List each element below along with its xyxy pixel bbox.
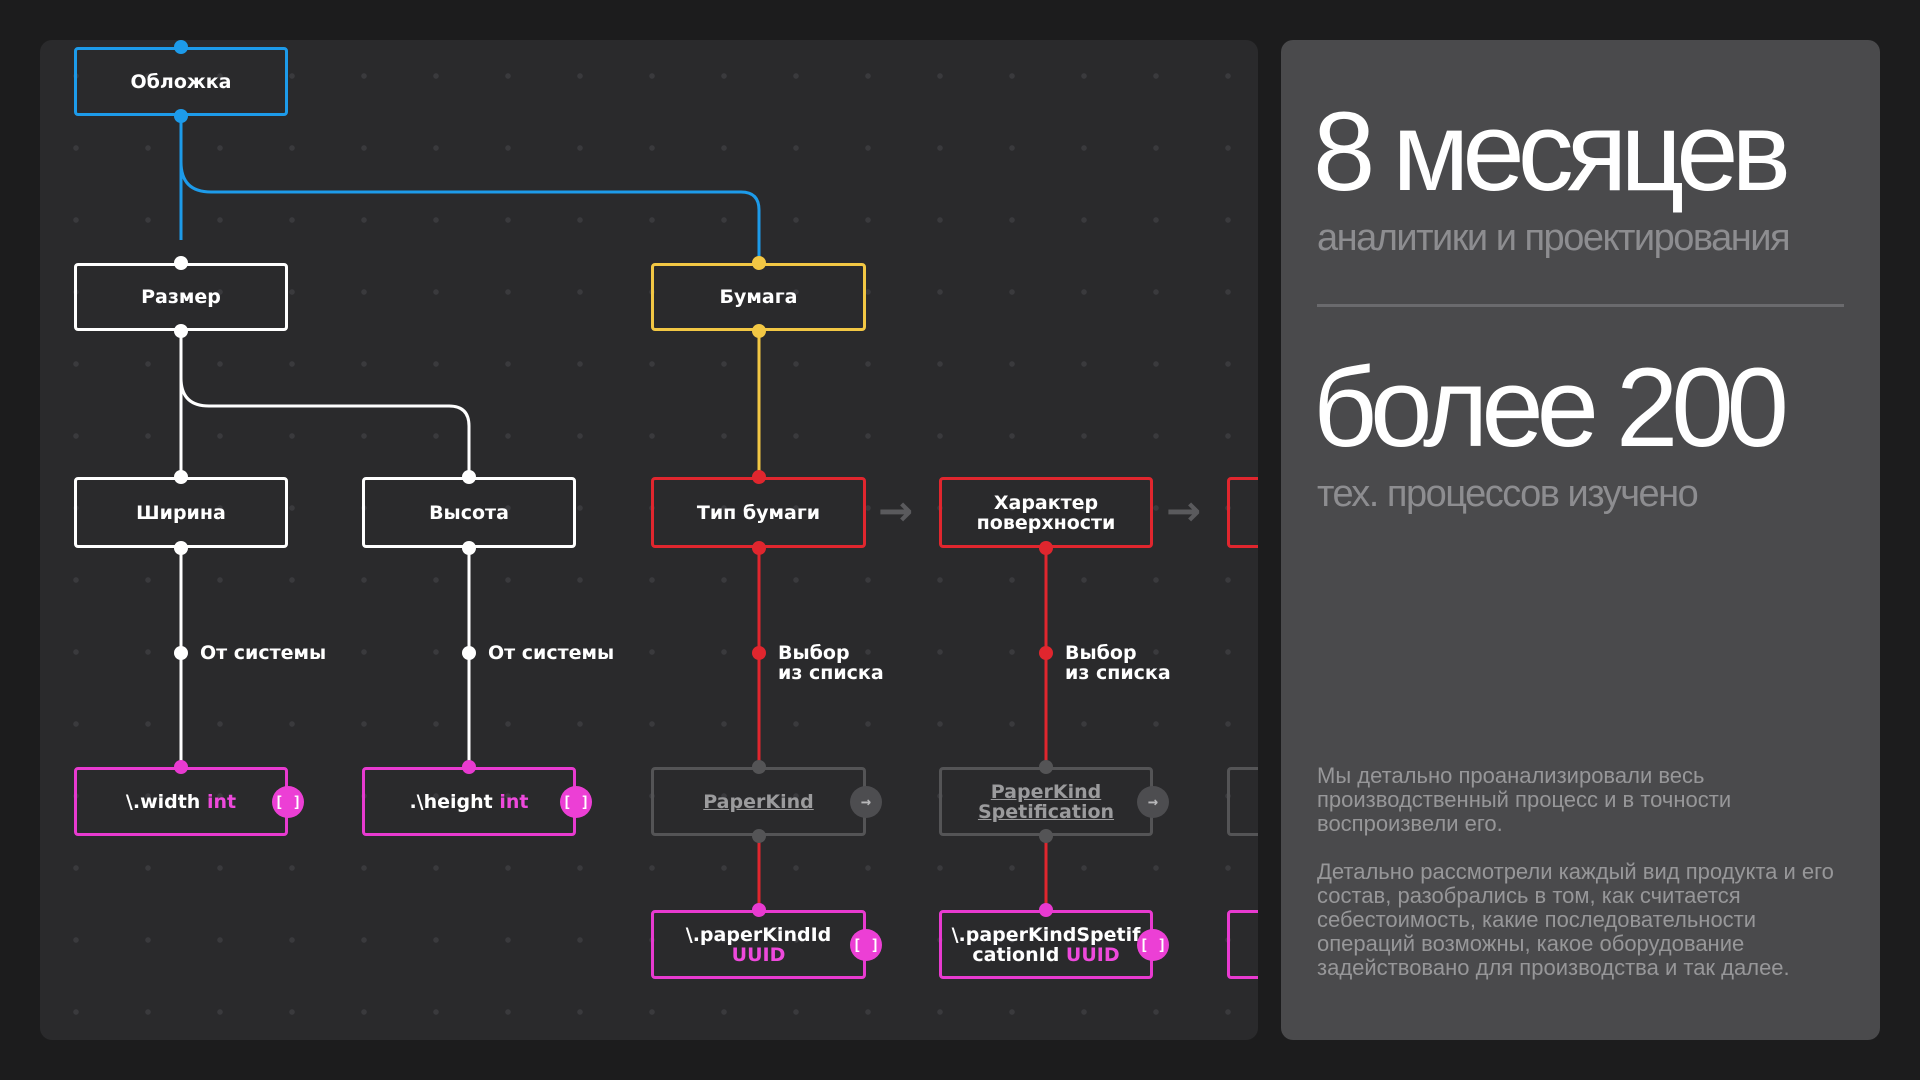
paperkind-id-field-name: \.paperKindId xyxy=(685,923,832,946)
array-badge-icon[interactable]: [ ] xyxy=(850,929,882,961)
node-cutoff-row5 xyxy=(1227,910,1258,979)
height-field-type: int xyxy=(499,790,529,813)
node-cutoff-row3 xyxy=(1227,477,1258,548)
node-paper[interactable]: Бумага xyxy=(651,263,866,331)
edge-label-select-line1: Выбор xyxy=(778,642,850,664)
description-paragraph-2: Детально рассмотрели каждый вид продукта… xyxy=(1317,859,1834,980)
link-arrow-icon[interactable]: → xyxy=(850,786,882,818)
edge-label-select-line1: Выбор xyxy=(1065,642,1137,664)
paperkind-id-field-type: UUID xyxy=(731,943,786,966)
link-arrow-icon[interactable]: → xyxy=(1137,786,1169,818)
edge-label-from-system-width: От системы xyxy=(200,642,327,664)
node-height-field[interactable]: .\height int xyxy=(362,767,576,836)
flow-arrow-1: → xyxy=(878,486,914,535)
node-paper-label: Бумага xyxy=(719,286,798,308)
spec-id-field-name-line1: \.paperKindSpetif xyxy=(951,923,1141,946)
edge-label-select-line2: из списка xyxy=(778,662,884,684)
stat-processes-value: более 200 xyxy=(1313,345,1789,470)
node-cutoff-row4 xyxy=(1227,767,1258,836)
node-paperkind[interactable]: PaperKind xyxy=(651,767,866,836)
paperkind-spec-link-line2[interactable]: Spetification xyxy=(977,800,1115,823)
node-width-field[interactable]: \.width int xyxy=(74,767,288,836)
height-field-name: .\height xyxy=(409,790,493,813)
stat-processes-label: тех. процессов изучено xyxy=(1317,473,1699,515)
node-width[interactable]: Ширина xyxy=(74,477,288,548)
edge-label-from-system-height: От системы xyxy=(488,642,615,664)
edge-label-select-surface: Выбор из списка xyxy=(1065,643,1171,683)
edge-cover-paper xyxy=(179,116,761,263)
edge-label-select-line2: из списка xyxy=(1065,662,1171,684)
stats-panel: 8 месяцев аналитики и проектирования бол… xyxy=(1281,40,1880,1040)
node-surface[interactable]: Характер поверхности xyxy=(939,477,1153,548)
node-surface-label-line1: Характер xyxy=(993,491,1099,514)
stat-months-label: аналитики и проектирования xyxy=(1317,217,1791,259)
node-width-label: Ширина xyxy=(136,501,226,524)
edge-label-select-type: Выбор из списка xyxy=(778,643,884,683)
node-surface-label-line2: поверхности xyxy=(976,511,1116,534)
node-paperkind-spec[interactable]: PaperKind Spetification xyxy=(939,767,1153,836)
node-cover-label: Обложка xyxy=(130,70,232,93)
node-size-label: Размер xyxy=(141,286,221,308)
diagram-canvas: Обложка Размер Бумага Ширина Высота Тип … xyxy=(40,40,1258,1040)
flow-arrow-2: → xyxy=(1166,486,1202,535)
node-height[interactable]: Высота xyxy=(362,477,576,548)
array-badge-icon[interactable]: [ ] xyxy=(560,786,592,818)
port-dots xyxy=(174,40,1053,917)
node-size[interactable]: Размер xyxy=(74,263,288,331)
width-field-name: \.width xyxy=(125,790,201,813)
paperkind-link[interactable]: PaperKind xyxy=(703,790,814,813)
node-paperkind-id[interactable]: \.paperKindId UUID xyxy=(651,910,866,979)
width-field-type: int xyxy=(206,790,237,813)
node-cover[interactable]: Обложка xyxy=(74,47,288,116)
spec-id-field-type: UUID xyxy=(1065,943,1120,966)
spec-id-field-line2: cationId UUID xyxy=(972,945,1119,965)
node-height-label: Высота xyxy=(429,501,509,524)
description-paragraph-1: Мы детально проанализировали весь произв… xyxy=(1317,763,1732,836)
panel-divider xyxy=(1317,304,1844,307)
spec-id-field-name-line2: cationId xyxy=(972,943,1060,966)
edge-size-height xyxy=(179,331,471,477)
array-badge-icon[interactable]: [ ] xyxy=(272,786,304,818)
node-paper-type-label: Тип бумаги xyxy=(696,501,821,524)
array-badge-icon[interactable]: [ ] xyxy=(1137,929,1169,961)
node-paper-type[interactable]: Тип бумаги xyxy=(651,477,866,548)
stat-months-value: 8 месяцев xyxy=(1313,89,1791,214)
paperkind-spec-link-line1[interactable]: PaperKind xyxy=(990,780,1102,803)
node-spec-id[interactable]: \.paperKindSpetif cationId UUID xyxy=(939,910,1153,979)
